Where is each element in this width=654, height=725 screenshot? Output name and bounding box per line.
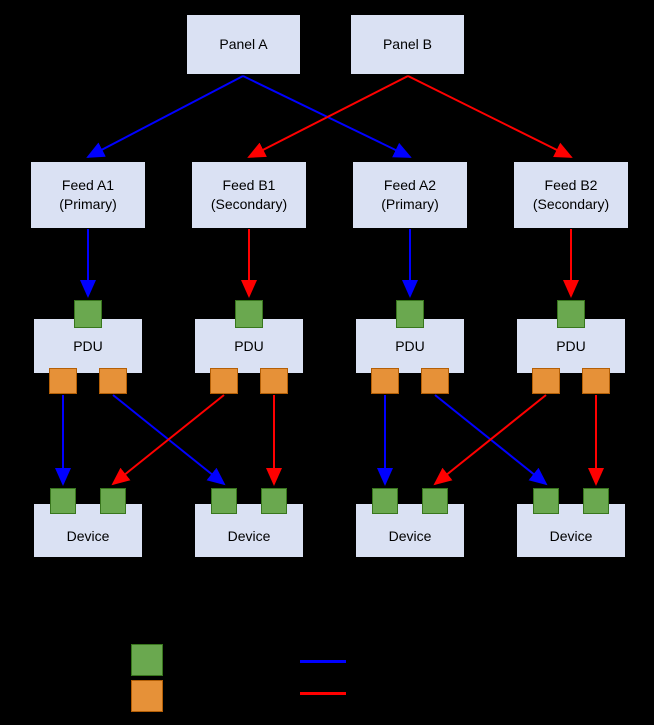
device3-input-port-left <box>372 488 398 514</box>
feed-b2-name: Feed B2 <box>544 177 598 194</box>
feed-a2-role: (Primary) <box>381 196 439 212</box>
pdu1-input-port <box>74 300 102 328</box>
pdu4-output-port-left <box>532 368 560 394</box>
pdu3-label: PDU <box>395 337 425 354</box>
pdu1-output-port-right <box>99 368 127 394</box>
pdu4-output-port-right <box>582 368 610 394</box>
device2-label: Device <box>227 528 271 545</box>
device1-input-port-right <box>100 488 126 514</box>
pdu1-node: PDU <box>33 318 143 374</box>
device4-label: Device <box>549 528 593 545</box>
pdu2-label: PDU <box>234 337 264 354</box>
feed-a1-node: Feed A1 (Primary) <box>30 161 146 229</box>
pdu2-output-port-right <box>260 368 288 394</box>
pdu3-input-port <box>396 300 424 328</box>
device3-label: Device <box>388 528 432 545</box>
legend-red-secondary-line-swatch <box>300 692 346 695</box>
feed-a2-name: Feed A2 <box>383 177 437 194</box>
pdu2-output-port-left <box>210 368 238 394</box>
legend-orange-port-swatch <box>131 680 163 712</box>
feed-b1-role: (Secondary) <box>210 196 288 212</box>
feed-b2-role: (Secondary) <box>532 196 610 212</box>
feed-a1-name: Feed A1 <box>61 177 115 194</box>
legend-green-port-swatch <box>131 644 163 676</box>
pdu3-output-port-left <box>371 368 399 394</box>
arrow-panel-b-to-feed-b1 <box>247 75 409 158</box>
pdu4-input-port <box>557 300 585 328</box>
feed-b1-name: Feed B1 <box>222 177 276 194</box>
feed-a1-role: (Primary) <box>59 196 117 212</box>
device1-label: Device <box>66 528 110 545</box>
feed-b1-node: Feed B1 (Secondary) <box>191 161 307 229</box>
device2-input-port-left <box>211 488 237 514</box>
device3-input-port-right <box>422 488 448 514</box>
device4-input-port-right <box>583 488 609 514</box>
device1-input-port-left <box>50 488 76 514</box>
pdu2-input-port <box>235 300 263 328</box>
panel-b-label: Panel B <box>382 36 433 53</box>
arrow-pdu2-left-to-device1-right <box>111 394 225 486</box>
feed-b2-node: Feed B2 (Secondary) <box>513 161 629 229</box>
pdu4-node: PDU <box>516 318 626 374</box>
feed-a2-node: Feed A2 (Primary) <box>352 161 468 229</box>
device2-input-port-right <box>261 488 287 514</box>
legend-blue-primary-line-swatch <box>300 660 346 663</box>
arrow-panel-b-to-feed-b2 <box>407 75 573 158</box>
pdu1-output-port-left <box>49 368 77 394</box>
arrow-pdu4-left-to-device3-right <box>433 394 547 486</box>
panel-b-node: Panel B <box>350 14 465 75</box>
pdu3-output-port-right <box>421 368 449 394</box>
panel-a-label: Panel A <box>219 36 268 53</box>
pdu1-label: PDU <box>73 337 103 354</box>
panel-a-node: Panel A <box>186 14 301 75</box>
pdu4-label: PDU <box>556 337 586 354</box>
arrow-panel-a-to-feed-a1 <box>86 75 244 158</box>
device4-input-port-left <box>533 488 559 514</box>
